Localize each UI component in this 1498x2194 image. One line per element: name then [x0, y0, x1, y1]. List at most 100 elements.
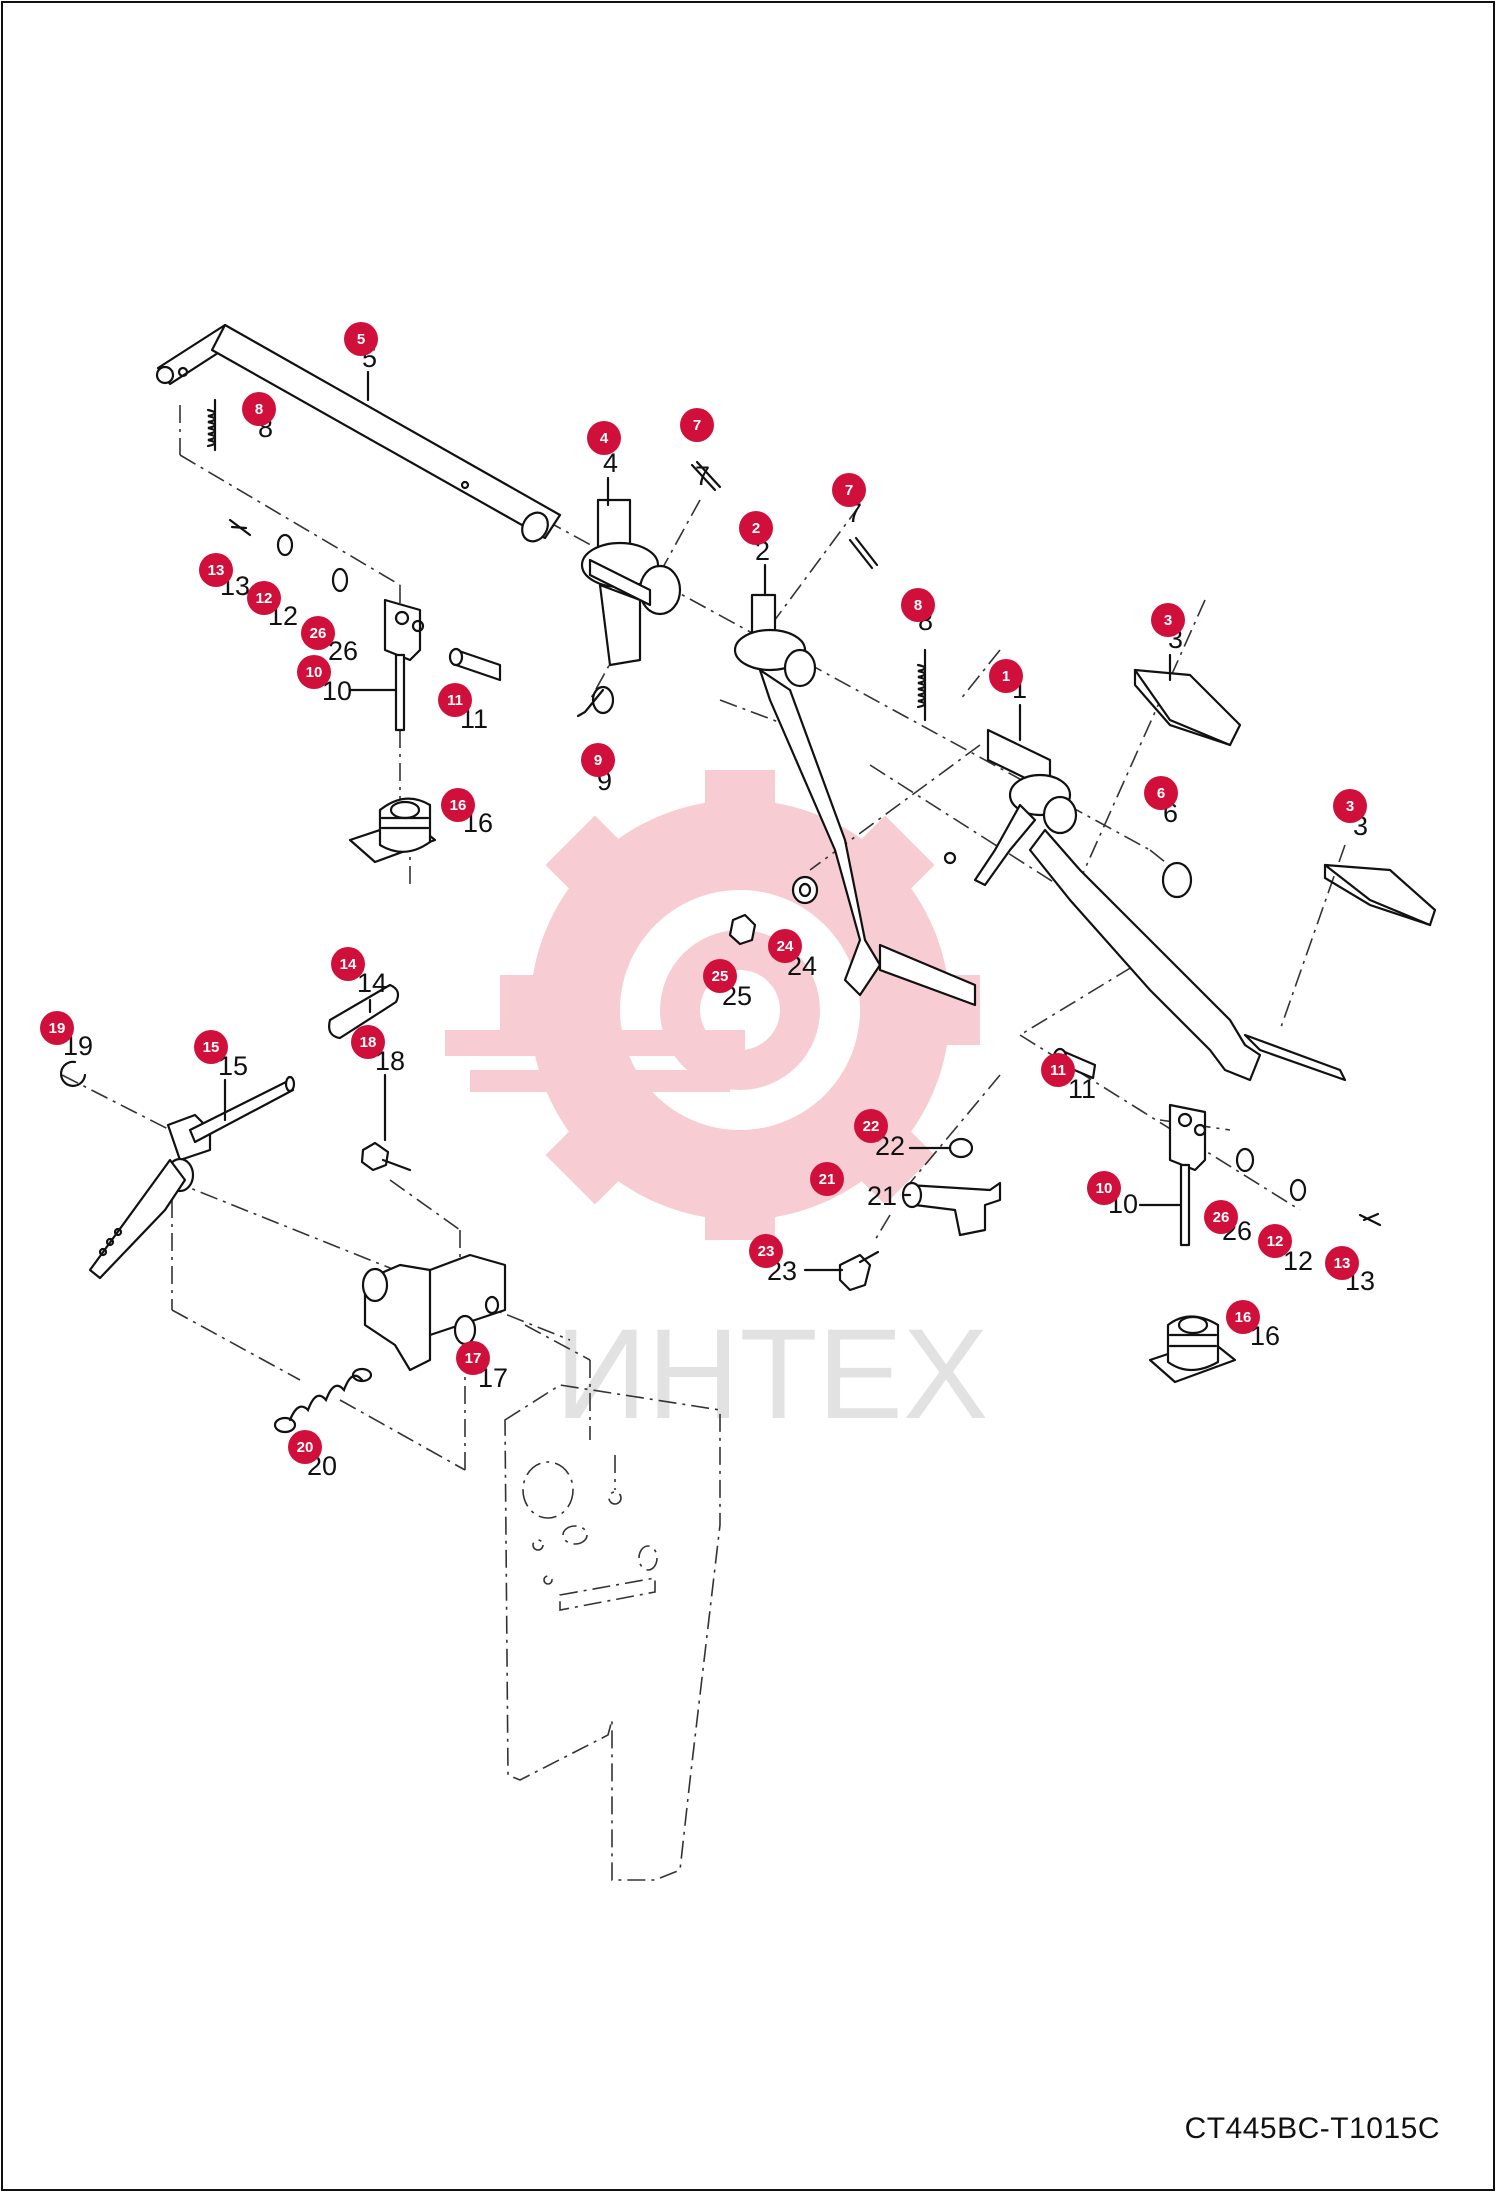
svg-text:17: 17	[465, 1350, 482, 1367]
callout-25: 25	[703, 959, 737, 993]
part-1-pedal-arm	[943, 728, 1347, 1082]
svg-text:20: 20	[297, 1439, 314, 1456]
part-14-grip	[328, 983, 400, 1040]
part-10-rod-lower	[1168, 1103, 1207, 1247]
svg-text:14: 14	[340, 956, 357, 973]
callout-19: 19	[40, 1011, 74, 1045]
svg-text:7: 7	[693, 417, 701, 434]
callout-16: 16	[1226, 1300, 1260, 1334]
callout-3: 3	[1151, 603, 1185, 637]
callout-13: 13	[1325, 1246, 1359, 1280]
svg-text:26: 26	[1213, 1209, 1230, 1226]
callout-23: 23	[749, 1234, 783, 1268]
svg-text:11: 11	[1050, 1062, 1066, 1079]
svg-text:24: 24	[777, 938, 794, 955]
part-24-washer	[791, 875, 819, 905]
label-4: 4	[603, 448, 618, 478]
part-6-snap-ring	[1161, 861, 1193, 899]
callout-10: 10	[297, 655, 331, 689]
callout-9: 9	[581, 743, 615, 777]
part-26-washer-upper	[331, 567, 349, 593]
watermark-text: ИНТЕХ	[555, 1303, 988, 1446]
svg-text:2: 2	[752, 520, 760, 537]
svg-text:22: 22	[863, 1118, 880, 1135]
part-13-cotter-pin-upper	[228, 518, 252, 537]
svg-text:3: 3	[1164, 612, 1172, 629]
leader-lines	[223, 370, 1182, 1272]
part-3-pedal-pad-upper	[1133, 668, 1242, 747]
svg-text:12: 12	[1267, 1233, 1284, 1250]
part-10-rod-upper	[383, 598, 425, 732]
callout-17: 17	[456, 1341, 490, 1375]
callout-8: 8	[242, 392, 276, 426]
callout-11: 11	[1041, 1053, 1075, 1087]
watermark-gear	[445, 770, 980, 1240]
svg-text:6: 6	[1157, 785, 1165, 802]
callout-12: 12	[247, 581, 281, 615]
part-8-spring-upper	[206, 398, 217, 452]
callout-26: 26	[301, 616, 335, 650]
label-7: 7	[695, 461, 710, 491]
svg-text:3: 3	[1346, 798, 1354, 815]
label-21: 21	[867, 1181, 897, 1211]
part-4-lever-bracket	[580, 498, 682, 667]
mount-plate-phantom	[504, 1384, 721, 1881]
callout-14: 14	[331, 947, 365, 981]
part-13-cotter-pin-lower	[1358, 1212, 1382, 1227]
part-12-washer-lower	[1289, 1178, 1307, 1202]
svg-text:21: 21	[819, 1171, 836, 1188]
part-11-pin-upper	[448, 647, 502, 682]
callout-22: 22	[854, 1109, 888, 1143]
svg-text:8: 8	[914, 597, 922, 614]
part-18-bolt	[360, 1141, 412, 1172]
part-7-pin-a	[690, 460, 722, 492]
part-2-pedal-arm	[733, 593, 977, 1007]
part-26-washer-lower	[1235, 1147, 1255, 1173]
svg-text:5: 5	[357, 331, 365, 348]
svg-text:18: 18	[360, 1034, 377, 1051]
svg-text:4: 4	[600, 430, 609, 447]
callout-16: 16	[441, 788, 475, 822]
callout-13: 13	[199, 553, 233, 587]
part-25-nut	[728, 913, 757, 946]
part-16-rubber-mount-lower	[1148, 1315, 1237, 1384]
part-19-snap-ring	[59, 1060, 87, 1087]
callout-12: 12	[1258, 1224, 1292, 1258]
callout-1: 1	[989, 659, 1023, 693]
svg-text:13: 13	[1334, 1255, 1351, 1272]
svg-text:23: 23	[758, 1243, 775, 1260]
callout-7: 7	[680, 408, 714, 442]
part-23-bolt	[838, 1250, 880, 1292]
svg-text:25: 25	[712, 968, 729, 985]
svg-text:11: 11	[447, 692, 463, 709]
part-7-pin-b	[848, 536, 879, 570]
callout-badges: 5 8 4 7 7 2 13 12 26 10 11 9 8 1 3 6 3 1…	[40, 322, 1367, 1464]
callout-6: 6	[1144, 776, 1178, 810]
callout-3: 3	[1333, 789, 1367, 823]
part-17-switch	[361, 1253, 507, 1372]
callout-2: 2	[739, 511, 773, 545]
part-9-bolt	[576, 685, 615, 718]
svg-text:16: 16	[1235, 1309, 1252, 1326]
svg-text:10: 10	[1096, 1180, 1113, 1197]
drawing-code: CT445BC-T1015C	[1184, 2112, 1440, 2145]
part-22-washer	[948, 1137, 974, 1159]
part-15-lever	[88, 1075, 296, 1280]
svg-text:7: 7	[845, 482, 853, 499]
svg-text:9: 9	[594, 752, 602, 769]
part-12-washer-upper	[276, 533, 294, 557]
callout-20: 20	[288, 1430, 322, 1464]
callout-11: 11	[438, 683, 472, 717]
part-8-spring-right	[916, 648, 927, 722]
svg-text:19: 19	[49, 1020, 66, 1037]
svg-text:26: 26	[310, 625, 327, 642]
part-3-pedal-pad-lower	[1323, 863, 1437, 927]
label-26: 26	[328, 636, 358, 666]
svg-text:1: 1	[1002, 668, 1010, 685]
callout-8: 8	[901, 588, 935, 622]
svg-text:15: 15	[203, 1039, 220, 1056]
svg-text:10: 10	[306, 664, 323, 681]
callout-26: 26	[1204, 1200, 1238, 1234]
